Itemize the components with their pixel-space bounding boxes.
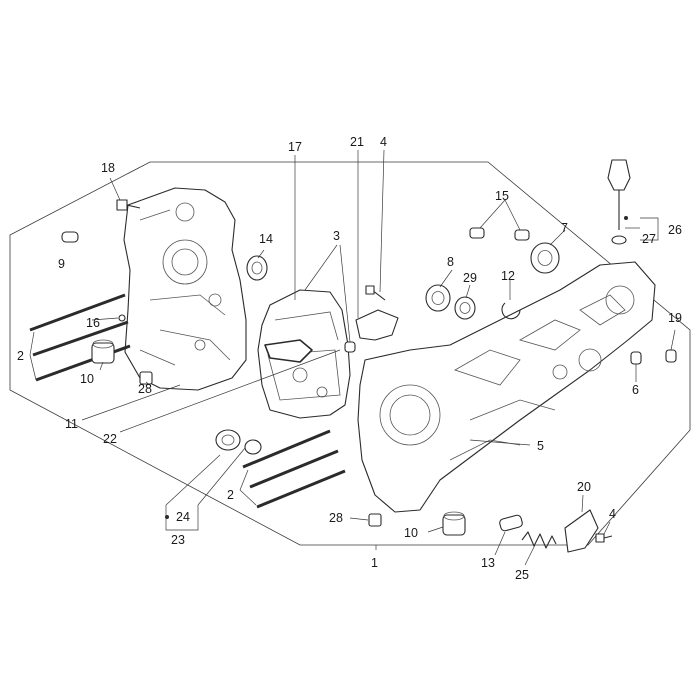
callout-25: 25 (515, 568, 529, 582)
callout-16: 16 (86, 316, 100, 330)
dowel-15a (469, 227, 485, 239)
callout-24: 24 (176, 510, 190, 524)
callout-26: 26 (668, 223, 682, 237)
callout-12: 12 (501, 269, 515, 283)
bolt-18 (116, 199, 141, 211)
callout-4-upper: 4 (380, 135, 387, 149)
left-crankcase-half (123, 187, 247, 391)
seal-29 (454, 296, 476, 320)
plate-20 (564, 509, 599, 553)
callout-19: 19 (668, 311, 682, 325)
callout-10-right: 10 (404, 526, 418, 540)
callout-20: 20 (577, 480, 591, 494)
plug-19 (665, 349, 677, 363)
dowel-3 (344, 341, 356, 353)
callout-15: 15 (495, 189, 509, 203)
callout-5: 5 (537, 439, 544, 453)
callout-8: 8 (447, 255, 454, 269)
callout-labels: 18 9 14 17 3 21 4 16 2 10 28 11 22 15 7 … (17, 135, 682, 582)
bracket-26-27 (640, 217, 659, 241)
bearing-14 (246, 255, 268, 281)
spring-25 (521, 531, 557, 549)
callout-1: 1 (371, 556, 378, 570)
callout-27: 27 (642, 232, 656, 246)
callout-13: 13 (481, 556, 495, 570)
callout-2-right: 2 (227, 488, 234, 502)
callout-22: 22 (103, 432, 117, 446)
assembly-frame (9, 161, 691, 546)
dipstick-26 (607, 159, 631, 245)
callout-14: 14 (259, 232, 273, 246)
bullet-24 (165, 515, 169, 519)
callout-9: 9 (58, 257, 65, 271)
callout-29: 29 (463, 271, 477, 285)
bearing-7 (530, 242, 560, 274)
callout-28-left: 28 (138, 382, 152, 396)
bolt-4-lower (595, 533, 613, 543)
circlip-12 (501, 302, 521, 320)
callout-10-left: 10 (80, 372, 94, 386)
callout-28-right: 28 (329, 511, 343, 525)
plug-6 (630, 351, 642, 365)
pin-16 (118, 314, 126, 322)
leader-lines (29, 149, 676, 566)
dowel-pin (61, 231, 79, 243)
callout-7: 7 (561, 221, 568, 235)
right-crankcase (357, 261, 656, 513)
bullet-26 (624, 216, 628, 220)
pin-13 (499, 514, 523, 532)
bushing-left (91, 339, 115, 364)
gasket-cover (257, 289, 351, 419)
callout-2-left: 2 (17, 349, 24, 363)
callout-11: 11 (65, 417, 78, 431)
callout-3: 3 (333, 229, 340, 243)
callout-17: 17 (288, 140, 302, 154)
bearing-8 (425, 284, 451, 312)
cap-28-left (139, 371, 153, 385)
callout-21: 21 (350, 135, 364, 149)
cap-28-right (368, 513, 382, 527)
bushing-right (442, 511, 466, 536)
callout-4-lower: 4 (609, 507, 616, 521)
drain-plug (215, 429, 262, 455)
callout-23: 23 (171, 533, 185, 547)
callout-18: 18 (101, 161, 115, 175)
callout-6: 6 (632, 383, 639, 397)
dowel-15b (514, 229, 530, 241)
bracket-21 (355, 285, 399, 341)
